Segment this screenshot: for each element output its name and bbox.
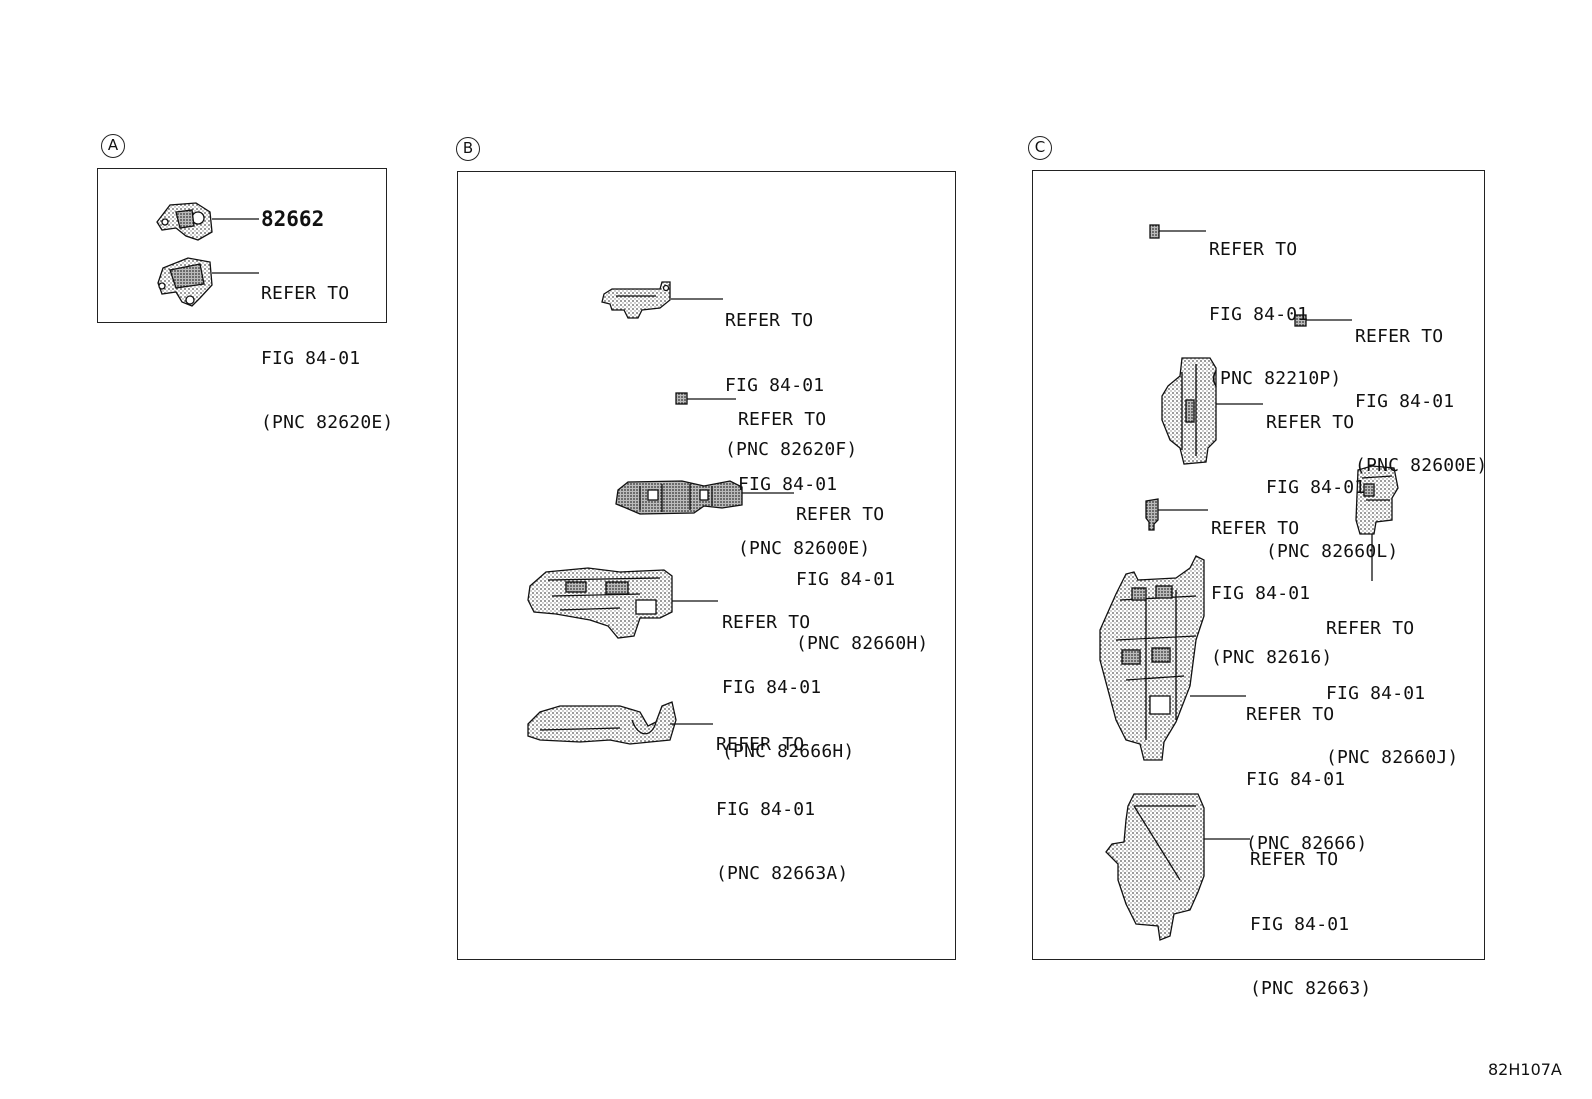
callout-refer-line: REFER TO xyxy=(1246,704,1335,725)
callout-fig-line: FIG 84-01 xyxy=(716,798,816,820)
callout-pnc-line: (PNC 82666H) xyxy=(722,741,855,762)
part-82666-drawing xyxy=(1099,555,1205,761)
callout-fig-line: FIG 84-01 xyxy=(1209,303,1309,325)
section-b-marker: B xyxy=(456,137,480,161)
callout-82620f: REFER TO FIG 84-01 (PNC 82620F) xyxy=(725,267,857,482)
part-82663a-drawing xyxy=(527,701,677,745)
callout-82660l: REFER TO FIG 84-01 (PNC 82660L) xyxy=(1266,369,1398,584)
callout-fig-line: FIG 84-01 xyxy=(1250,913,1350,935)
part-82660j-drawing xyxy=(1355,465,1399,535)
callout-fig-line: FIG 84-01 xyxy=(722,676,822,698)
callout-fig-line: FIG 84-01 xyxy=(1266,476,1366,498)
part-82663-drawing xyxy=(1105,793,1205,941)
part-82600e-b-drawing xyxy=(675,392,688,405)
illustration-code: 82H107A xyxy=(1488,1060,1562,1079)
callout-refer-line: REFER TO xyxy=(1266,412,1355,433)
callout-fig-line: FIG 84-01 xyxy=(1246,768,1346,790)
callout-82620e-a: REFER TO FIG 84-01 (PNC 82620E) xyxy=(261,240,393,455)
callout-fig-line: FIG 84-01 xyxy=(1211,582,1311,604)
callout-pnc-line: (PNC 82620F) xyxy=(725,439,858,460)
callout-refer-line: REFER TO xyxy=(796,504,885,525)
part-number-82662: 82662 xyxy=(261,207,325,231)
section-b-panel xyxy=(457,171,956,960)
callout-82210p: REFER TO FIG 84-01 (PNC 82210P) xyxy=(1209,196,1341,411)
callout-refer-line: REFER TO xyxy=(1355,326,1444,347)
part-82210p-drawing xyxy=(1149,224,1160,239)
section-c-marker: C xyxy=(1028,136,1052,160)
callout-82600e-b: REFER TO FIG 84-01 (PNC 82600E) xyxy=(738,366,870,581)
callout-82663a: REFER TO FIG 84-01 (PNC 82663A) xyxy=(716,691,848,906)
callout-82660h: REFER TO FIG 84-01 (PNC 82660H) xyxy=(796,461,928,676)
part-82666h-drawing xyxy=(527,567,673,639)
callout-refer-line: REFER TO xyxy=(722,612,811,633)
callout-pnc-line: (PNC 82616) xyxy=(1211,647,1333,668)
part-82620f-drawing xyxy=(601,281,671,319)
part-82616-drawing xyxy=(1145,498,1159,531)
section-c-panel xyxy=(1032,170,1485,960)
part-82660l-drawing xyxy=(1161,357,1217,465)
callout-refer-line: REFER TO xyxy=(1211,518,1300,539)
part-82620e-a-drawing xyxy=(157,257,213,307)
callout-pnc-line: (PNC 82663A) xyxy=(716,863,849,884)
callout-refer-line: REFER TO xyxy=(261,283,350,304)
callout-pnc-line: (PNC 82210P) xyxy=(1209,368,1342,389)
callout-refer-line: REFER TO xyxy=(725,310,814,331)
callout-refer-line: REFER TO xyxy=(1250,849,1339,870)
callout-pnc-line: (PNC 82660J) xyxy=(1326,747,1459,768)
callout-82666: REFER TO FIG 84-01 (PNC 82666) xyxy=(1246,661,1367,876)
callout-fig-line: FIG 84-01 xyxy=(725,374,825,396)
callout-pnc-line: (PNC 82600E) xyxy=(1355,455,1488,476)
section-a-marker: A xyxy=(101,134,125,158)
callout-82660j: REFER TO FIG 84-01 (PNC 82660J) xyxy=(1326,575,1458,790)
callout-82600e-c: REFER TO FIG 84-01 (PNC 82600E) xyxy=(1355,283,1487,498)
callout-fig-line: FIG 84-01 xyxy=(738,473,838,495)
part-82662-drawing xyxy=(156,202,213,241)
callout-refer-line: REFER TO xyxy=(738,409,827,430)
callout-fig-line: FIG 84-01 xyxy=(261,347,361,369)
callout-pnc-line: (PNC 82666) xyxy=(1246,833,1368,854)
callout-pnc-line: (PNC 82660L) xyxy=(1266,541,1399,562)
callout-refer-line: REFER TO xyxy=(1209,239,1298,260)
callout-fig-line: FIG 84-01 xyxy=(1355,390,1455,412)
section-a-panel xyxy=(97,168,387,323)
callout-pnc-line: (PNC 82600E) xyxy=(738,538,871,559)
part-82660h-drawing xyxy=(615,480,743,515)
callout-82663: REFER TO FIG 84-01 (PNC 82663) xyxy=(1250,806,1371,1021)
callout-pnc-line: (PNC 82660H) xyxy=(796,633,929,654)
callout-fig-line: FIG 84-01 xyxy=(796,568,896,590)
callout-pnc-line: (PNC 82620E) xyxy=(261,412,394,433)
callout-refer-line: REFER TO xyxy=(716,734,805,755)
callout-pnc-line: (PNC 82663) xyxy=(1250,978,1372,999)
callout-fig-line: FIG 84-01 xyxy=(1326,682,1426,704)
callout-refer-line: REFER TO xyxy=(1326,618,1415,639)
callout-82616: REFER TO FIG 84-01 (PNC 82616) xyxy=(1211,475,1332,690)
callout-82666h: REFER TO FIG 84-01 (PNC 82666H) xyxy=(722,569,854,784)
